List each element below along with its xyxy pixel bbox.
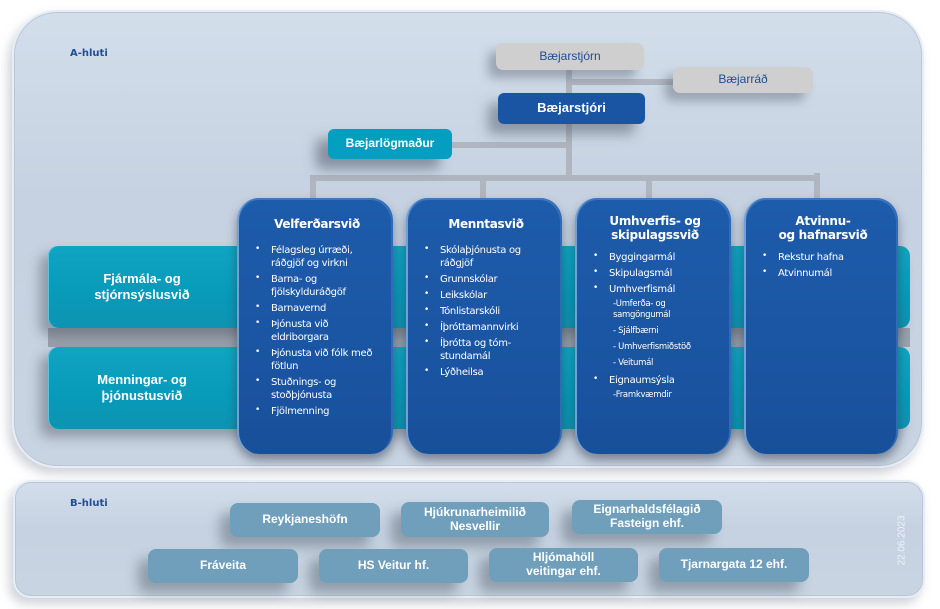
b-entity-label: Fráveita <box>199 558 247 573</box>
b-entity-fraveita[interactable]: Fráveita <box>148 549 298 583</box>
department-employment-harbour[interactable]: Atvinnu- og hafnarsvið Rekstur hafnaAtvi… <box>744 198 898 454</box>
connector-dept-3 <box>646 175 652 199</box>
department-education[interactable]: Menntasvið Skólaþjónusta og ráðgjöfGrunn… <box>406 198 562 454</box>
executive-board-box[interactable]: Bæjarráð <box>673 67 813 93</box>
department-items: Félagsleg úrræði, ráðgjöf og virkniBarna… <box>253 244 381 418</box>
department-item: Umhverfismál <box>591 283 719 296</box>
department-item: Grunnskólar <box>422 273 550 286</box>
department-sub-item: -Umferða- og samgöngumál <box>613 298 671 320</box>
b-entity-hljomaholl[interactable]: Hljómahöll veitingar ehf. <box>489 548 638 582</box>
date-stamp: 22.06.2023 <box>896 515 908 566</box>
department-item: Byggingarmál <box>591 251 719 264</box>
department-item: Fjölmenning <box>253 405 381 418</box>
department-title: Menntasvið <box>448 217 524 231</box>
town-lawyer-box[interactable]: Bæjarlögmaður <box>328 129 452 159</box>
department-item: Félagsleg úrræði, ráðgjöf og virkni <box>253 244 381 270</box>
department-item: Þjónusta við fólk með fötlun <box>253 347 381 373</box>
connector-mayor-trunk <box>566 122 572 180</box>
department-title: Atvinnu- og hafnarsvið <box>778 214 868 242</box>
department-item: Eignaumsýsla <box>591 374 719 387</box>
department-item: Skólaþjónusta og ráðgjöf <box>422 244 550 270</box>
connector-dept-1 <box>310 175 316 199</box>
department-items: Rekstur hafnaAtvinnumál <box>760 251 886 280</box>
b-entity-label: Eignarhaldsfélagið Fasteign ehf. <box>593 502 701 530</box>
department-sub-item: - Umhverfismiðstöð <box>613 341 691 352</box>
connector-executive-board <box>572 79 676 85</box>
b-entity-label: Hljómahöll veitingar ehf. <box>526 550 601 578</box>
department-welfare[interactable]: Velferðarsvið Félagsleg úrræði, ráðgjöf … <box>237 198 393 454</box>
council-box[interactable]: Bæjarstjórn <box>496 43 644 70</box>
connector-dept-2 <box>480 175 486 199</box>
b-entity-tjarnargata[interactable]: Tjarnargata 12 ehf. <box>659 548 809 582</box>
b-entity-label: Tjarnargata 12 ehf. <box>680 557 788 572</box>
department-item: Barnavernd <box>253 302 381 315</box>
department-item: Rekstur hafna <box>760 251 886 264</box>
department-environment-planning[interactable]: Umhverfis- og skipulagssvið Byggingarmál… <box>575 198 731 454</box>
department-item: Íþrótta og tóm-stundamál <box>422 337 550 363</box>
department-title: Velferðarsvið <box>274 217 360 231</box>
b-entity-label: Hjúkrunarheimilið Nesvellir <box>423 504 527 533</box>
department-title: Umhverfis- og skipulagssvið <box>609 214 701 242</box>
b-entity-fasteign[interactable]: Eignarhaldsfélagið Fasteign ehf. <box>572 500 722 534</box>
connector-dept-4 <box>814 173 820 199</box>
b-entity-label: HS Veitur hf. <box>357 558 430 573</box>
cross-division-finance-label: Fjármála- og stjórnsýslusvið <box>48 246 236 328</box>
department-item: Íþróttamannvirki <box>422 321 550 334</box>
department-sub-item: - Veitumál <box>613 357 654 368</box>
b-entity-hs-veitur[interactable]: HS Veitur hf. <box>319 549 468 583</box>
department-items: ByggingarmálSkipulagsmálUmhverfismál -Umf… <box>591 251 719 401</box>
mayor-box[interactable]: Bæjarstjóri <box>498 93 645 124</box>
cross-division-culture-text: Menningar- og þjónustusvið <box>97 372 187 403</box>
department-item: Tónlistarskóli <box>422 305 550 318</box>
department-item: Þjónusta við eldriborgara <box>253 318 381 344</box>
department-item: Skipulagsmál <box>591 267 719 280</box>
department-item: Lýðheilsa <box>422 366 550 379</box>
department-sub-item: -Framkvæmdir <box>613 389 672 400</box>
connector-lawyer <box>452 142 566 148</box>
b-entity-reykjaneshofn[interactable]: Reykjaneshöfn <box>230 503 380 537</box>
department-item: Barna- og fjölskylduráðgöf <box>253 273 381 299</box>
department-items: Skólaþjónusta og ráðgjöfGrunnskólarLeiks… <box>422 244 550 379</box>
department-item: Stuðnings- og stoðþjónusta <box>253 376 381 402</box>
b-section-label: B-hluti <box>70 498 108 509</box>
connector-council-mayor <box>566 68 572 96</box>
cross-division-culture-label: Menningar- og þjónustusvið <box>48 347 236 429</box>
b-entity-label: Reykjaneshöfn <box>262 512 348 527</box>
cross-division-finance-text: Fjármála- og stjórnsýslusvið <box>94 271 190 302</box>
b-entity-nesvellir[interactable]: Hjúkrunarheimilið Nesvellir <box>401 502 549 537</box>
connector-departments-bar <box>310 175 820 181</box>
department-item: Atvinnumál <box>760 267 886 280</box>
department-sub-item: - Sjálfbærni <box>613 325 659 336</box>
a-section-label: A-hluti <box>70 48 108 59</box>
department-item: Leikskólar <box>422 289 550 302</box>
